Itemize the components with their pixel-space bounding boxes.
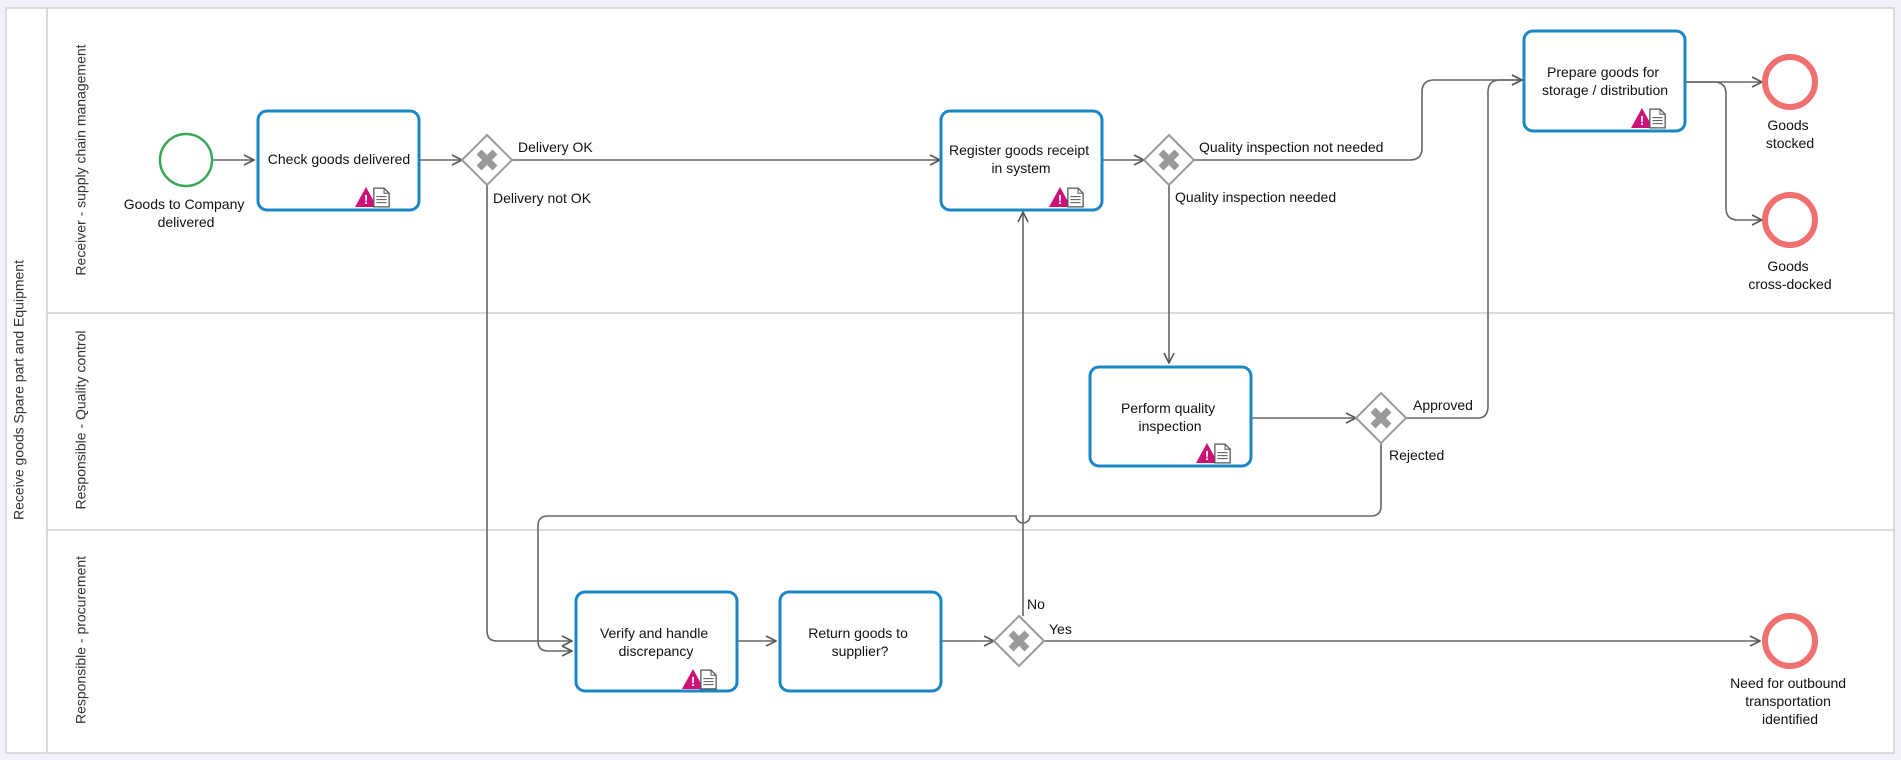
task-perform-inspection[interactable]: Perform quality inspection !: [1088, 365, 1253, 468]
task-register-goods-label: Register goods receipt in system: [949, 142, 1093, 176]
exclusive-x-icon: [1370, 407, 1392, 429]
task-verify-discrepancy[interactable]: Verify and handle discrepancy !: [574, 590, 739, 693]
label-approved: Approved: [1413, 397, 1473, 413]
flow-prepare-to-crossdocked: [1685, 81, 1762, 220]
exclusive-x-icon: [1158, 149, 1180, 171]
start-event[interactable]: Goods to Company delivered: [124, 132, 249, 230]
flow-delivery-not-ok: [486, 185, 572, 641]
warning-icon: !: [1631, 108, 1653, 128]
label-delivery-ok: Delivery OK: [518, 139, 593, 155]
warning-icon: !: [1049, 187, 1071, 207]
label-delivery-not-ok: Delivery not OK: [493, 190, 592, 206]
warning-icon: !: [355, 187, 377, 207]
lane-title-procurement: Responsible - procurement: [73, 556, 89, 724]
gateway-inspection-result[interactable]: [1354, 391, 1408, 445]
sequence-flows: [212, 80, 1762, 651]
warning-icon: !: [1196, 443, 1218, 463]
task-prepare-goods[interactable]: Prepare goods for storage / distribution…: [1522, 29, 1687, 133]
svg-text:!: !: [691, 674, 695, 689]
gateway-quality-inspection[interactable]: [1142, 133, 1196, 187]
label-no: No: [1027, 596, 1045, 612]
document-icon: [700, 669, 717, 690]
exclusive-x-icon: [476, 149, 498, 171]
svg-text:!: !: [364, 192, 368, 207]
lane-title-receiver: Receiver - supply chain management: [73, 44, 89, 275]
task-perform-inspection-label: Perform quality inspection: [1121, 400, 1219, 434]
label-qi-needed: Quality inspection needed: [1175, 189, 1336, 205]
task-check-goods[interactable]: Check goods delivered !: [256, 109, 421, 212]
svg-text:!: !: [1205, 448, 1209, 463]
flow-qi-not-needed: [1194, 80, 1522, 161]
label-rejected: Rejected: [1389, 447, 1444, 463]
svg-text:!: !: [1058, 192, 1062, 207]
label-qi-not-needed: Quality inspection not needed: [1199, 139, 1383, 155]
document-icon: [1649, 108, 1666, 129]
flow-approved: [1406, 80, 1522, 419]
warning-icon: !: [682, 669, 704, 689]
end-event-outbound[interactable]: Need for outbound transportation identif…: [1730, 613, 1850, 727]
lane-title-quality: Responsible - Quality control: [73, 331, 89, 510]
end-event-crossdocked[interactable]: Goods cross-docked: [1748, 192, 1832, 292]
gateway-return-decision[interactable]: [992, 614, 1046, 668]
document-icon: [1214, 443, 1231, 464]
task-return-goods[interactable]: Return goods to supplier?: [778, 590, 943, 693]
end-event-stocked-label: Goods stocked: [1766, 117, 1814, 151]
label-yes: Yes: [1049, 621, 1072, 637]
end-event-crossdocked-label: Goods cross-docked: [1748, 258, 1831, 292]
task-prepare-goods-label: Prepare goods for storage / distribution: [1542, 64, 1668, 98]
svg-text:!: !: [1640, 113, 1644, 128]
gateway-delivery-check[interactable]: [460, 133, 514, 187]
document-icon: [373, 187, 390, 208]
task-return-goods-label: Return goods to supplier?: [808, 625, 912, 659]
task-check-goods-label: Check goods delivered: [268, 151, 410, 167]
flow-rejected: [537, 443, 1382, 651]
pool-title: Receive goods Spare part and Equipment: [11, 260, 27, 520]
end-event-outbound-label: Need for outbound transportation identif…: [1730, 675, 1850, 727]
document-icon: [1067, 187, 1084, 208]
start-event-label: Goods to Company delivered: [124, 196, 249, 230]
task-verify-discrepancy-label: Verify and handle discrepancy: [600, 625, 712, 659]
exclusive-x-icon: [1008, 630, 1030, 652]
task-register-goods[interactable]: Register goods receipt in system !: [939, 109, 1104, 212]
end-event-stocked[interactable]: Goods stocked: [1762, 54, 1818, 151]
